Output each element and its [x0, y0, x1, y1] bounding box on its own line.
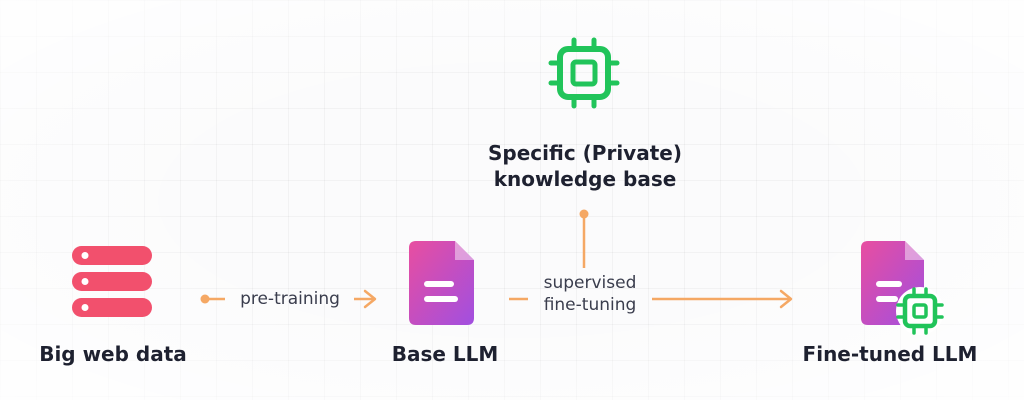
- fine-tuned-llm-label: Fine-tuned LLM: [802, 342, 978, 366]
- finetuning-arrow: [509, 289, 793, 309]
- document-chip-icon: [861, 241, 944, 335]
- pretraining-label: pre-training: [240, 289, 340, 309]
- knowledge-base-label: Specific (Private) knowledge base: [470, 140, 700, 192]
- document-icon: [409, 241, 474, 325]
- database-icon: [72, 246, 152, 317]
- finetuning-label: supervised fine-tuning: [528, 272, 652, 316]
- knowledge-base-label-line1: Specific (Private): [488, 141, 682, 165]
- finetuning-label-line2: fine-tuning: [543, 295, 637, 316]
- big-web-data-label: Big web data: [39, 342, 187, 366]
- knowledge-base-label-line2: knowledge base: [493, 167, 677, 191]
- pretraining-arrow: [200, 289, 377, 309]
- knowledge-base-connector: [579, 209, 589, 268]
- chip-icon: [548, 37, 620, 109]
- base-llm-label: Base LLM: [391, 342, 499, 366]
- finetuning-label-line1: supervised: [543, 273, 637, 293]
